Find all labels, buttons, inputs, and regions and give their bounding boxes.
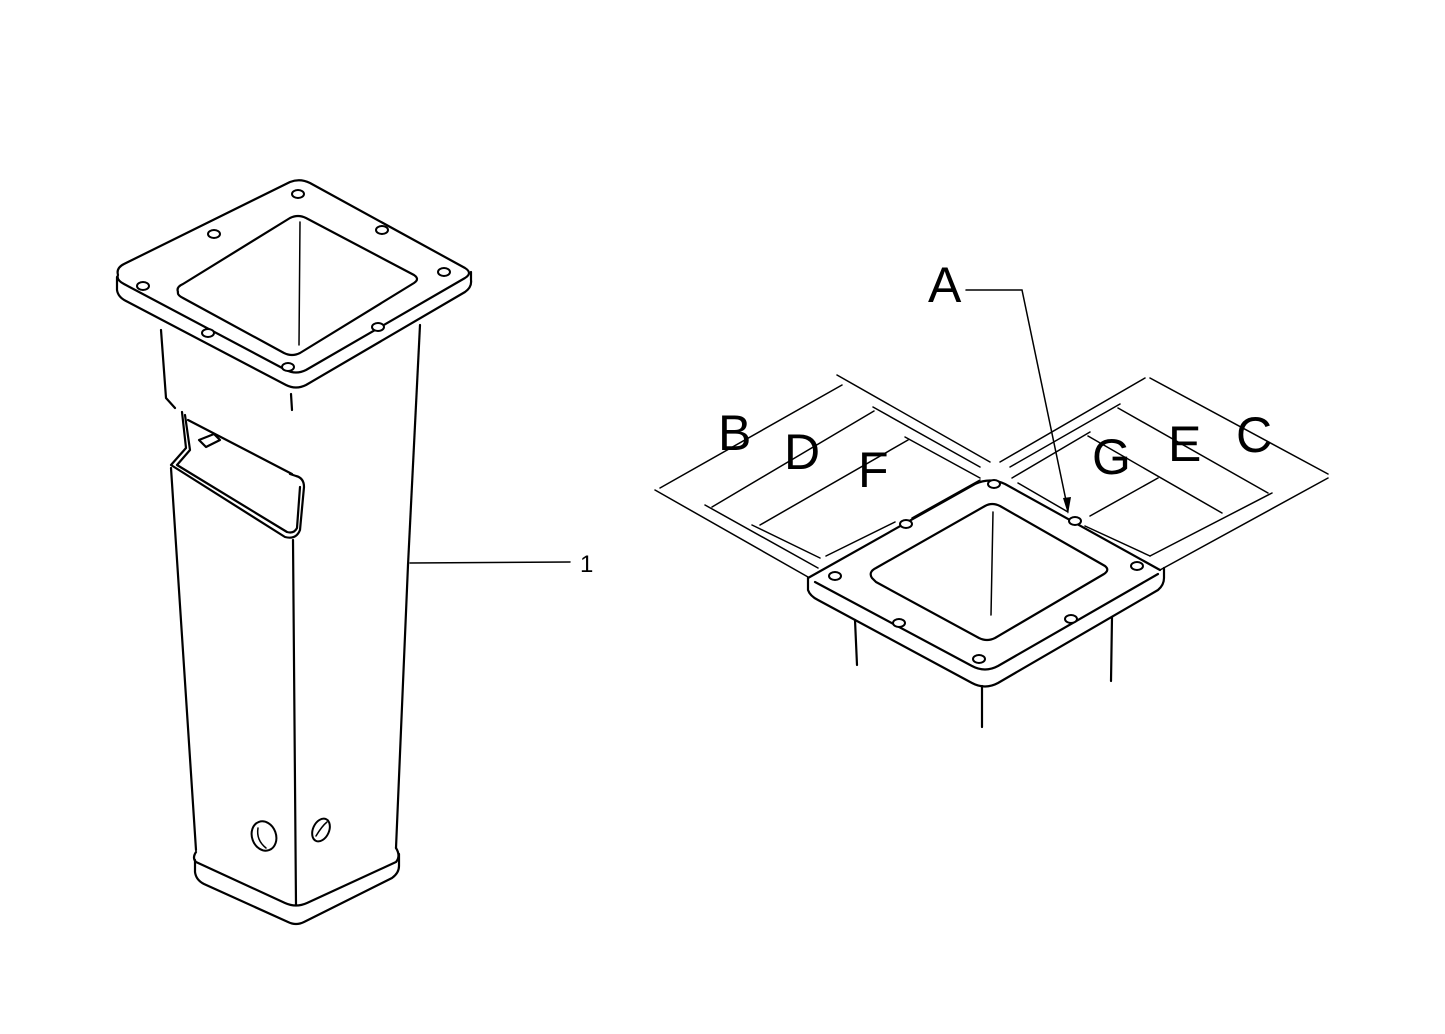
dim-label-e: E	[1168, 416, 1201, 472]
post-assembly	[115, 179, 571, 926]
dim-label-f: F	[858, 442, 889, 498]
flange-bolt-holes	[136, 189, 451, 372]
dim-label-c: C	[1236, 407, 1272, 463]
flange-opening	[176, 214, 419, 357]
dimension-labels: A B C D E F G	[718, 257, 1272, 498]
top-flange	[116, 179, 471, 374]
flange-detail	[654, 289, 1329, 729]
dim-label-g: G	[1092, 429, 1131, 485]
dim-label-d: D	[784, 424, 820, 480]
callout-1: 1	[580, 551, 593, 578]
dim-label-b: B	[718, 405, 751, 461]
dim-label-a: A	[928, 257, 962, 313]
detail-bolt-holes	[828, 479, 1144, 664]
base-holes	[250, 817, 331, 852]
side-slot	[169, 410, 306, 539]
